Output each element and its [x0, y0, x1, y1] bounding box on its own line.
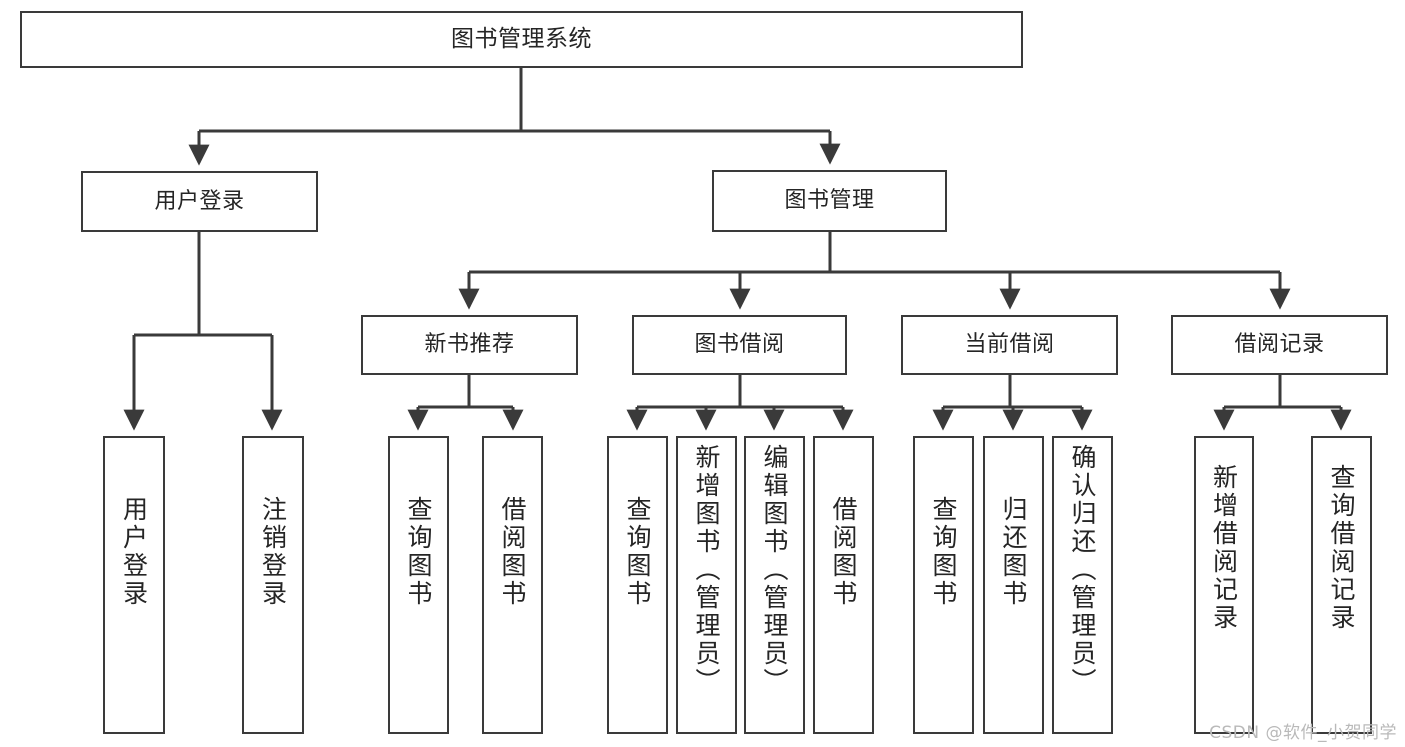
node-root[interactable]: 图书管理系统	[20, 11, 1023, 68]
leaf-user-login[interactable]: 用户登录	[103, 436, 165, 734]
node-new-book-recommendation-label: 新书推荐	[424, 332, 515, 358]
node-borrow-record[interactable]: 借阅记录	[1171, 315, 1388, 375]
node-book-management[interactable]: 图书管理	[712, 170, 947, 232]
node-new-book-recommendation[interactable]: 新书推荐	[361, 315, 578, 375]
leaf-borrow-books-borrow[interactable]: 借阅图书	[813, 436, 874, 734]
node-book-management-label: 图书管理	[784, 188, 875, 214]
leaf-confirm-return-admin-label: 确认归还（管理员）	[1068, 444, 1097, 696]
node-book-borrow[interactable]: 图书借阅	[632, 315, 847, 375]
node-current-borrow-label: 当前借阅	[964, 332, 1055, 358]
leaf-query-books-recommendation[interactable]: 查询图书	[388, 436, 449, 734]
node-user-login-label: 用户登录	[154, 188, 245, 214]
leaf-query-books-current-label: 查询图书	[929, 496, 958, 608]
leaf-confirm-return-admin[interactable]: 确认归还（管理员）	[1052, 436, 1113, 734]
leaf-return-books-label: 归还图书	[999, 496, 1028, 608]
leaf-query-books-borrow[interactable]: 查询图书	[607, 436, 668, 734]
leaf-logout-label: 注销登录	[258, 496, 288, 608]
leaf-add-borrow-record[interactable]: 新增借阅记录	[1194, 436, 1254, 734]
node-user-login[interactable]: 用户登录	[81, 171, 318, 232]
leaf-edit-book-admin-label: 编辑图书（管理员）	[760, 444, 789, 696]
node-root-label: 图书管理系统	[451, 26, 592, 53]
node-current-borrow[interactable]: 当前借阅	[901, 315, 1118, 375]
leaf-add-book-admin[interactable]: 新增图书（管理员）	[676, 436, 737, 734]
csdn-watermark: CSDN @软件_小贺同学	[1209, 723, 1397, 743]
leaf-borrow-books-recommendation[interactable]: 借阅图书	[482, 436, 543, 734]
leaf-query-books-borrow-label: 查询图书	[623, 496, 652, 608]
node-borrow-record-label: 借阅记录	[1234, 332, 1325, 358]
leaf-query-borrow-record[interactable]: 查询借阅记录	[1311, 436, 1372, 734]
leaf-add-borrow-record-label: 新增借阅记录	[1209, 464, 1239, 632]
leaf-return-books[interactable]: 归还图书	[983, 436, 1044, 734]
leaf-borrow-books-borrow-label: 借阅图书	[829, 496, 858, 608]
leaf-logout[interactable]: 注销登录	[242, 436, 304, 734]
leaf-edit-book-admin[interactable]: 编辑图书（管理员）	[744, 436, 805, 734]
leaf-user-login-label: 用户登录	[119, 496, 149, 608]
node-book-borrow-label: 图书借阅	[694, 332, 785, 358]
leaf-borrow-books-recommendation-label: 借阅图书	[498, 496, 527, 608]
leaf-query-books-recommendation-label: 查询图书	[404, 496, 433, 608]
leaf-query-borrow-record-label: 查询借阅记录	[1327, 464, 1356, 632]
leaf-query-books-current[interactable]: 查询图书	[913, 436, 974, 734]
leaf-add-book-admin-label: 新增图书（管理员）	[692, 444, 721, 696]
